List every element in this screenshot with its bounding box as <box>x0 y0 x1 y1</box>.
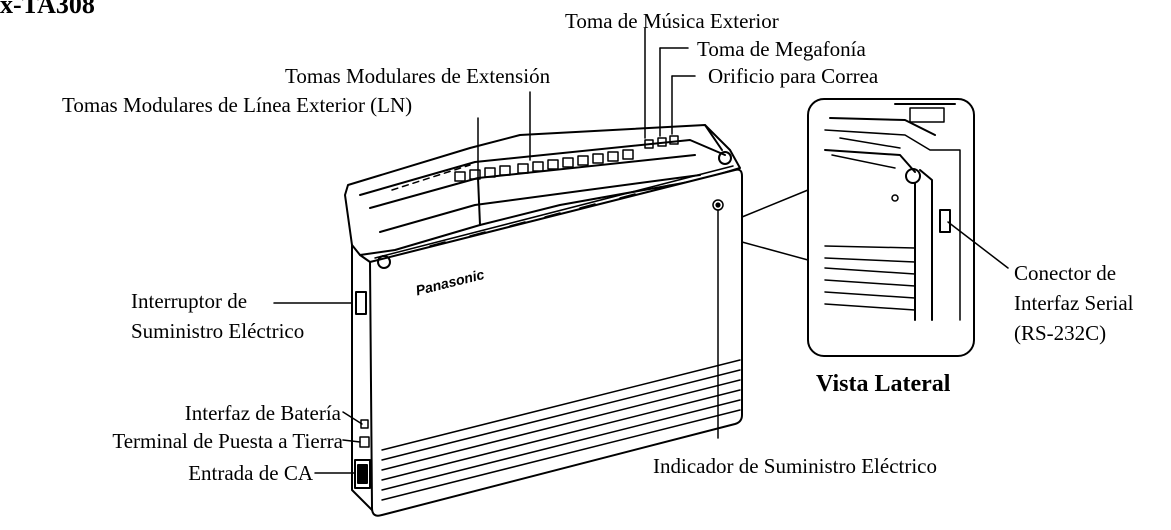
model-title: x-TA308 <box>0 0 95 19</box>
label-serial-line3: (RS-232C) <box>1014 321 1107 345</box>
label-extension-jacks: Tomas Modulares de Extensión <box>285 64 551 88</box>
label-power-switch-line1: Interruptor de <box>131 289 248 313</box>
label-strap-hole: Orificio para Correa <box>708 64 879 88</box>
label-serial-line1: Conector de <box>1014 261 1117 285</box>
leader-lines <box>273 27 1009 474</box>
label-power-indicator: Indicador de Suministro Eléctrico <box>653 454 938 478</box>
label-ac-inlet: Entrada de CA <box>188 461 313 485</box>
label-paging: Toma de Megafonía <box>697 37 866 61</box>
label-co-line-jacks: Tomas Modulares de Línea Exterior (LN) <box>62 93 413 117</box>
label-ground: Terminal de Puesta a Tierra <box>112 429 343 453</box>
label-power-switch-line2: Suministro Eléctrico <box>131 319 305 343</box>
label-external-music: Toma de Música Exterior <box>565 9 779 33</box>
side-view-inset <box>807 98 975 357</box>
side-view-title: Vista Lateral <box>816 371 951 397</box>
label-battery: Interfaz de Batería <box>184 401 341 425</box>
label-serial-line2: Interfaz Serial <box>1014 291 1134 315</box>
pbx-unit <box>344 124 743 517</box>
